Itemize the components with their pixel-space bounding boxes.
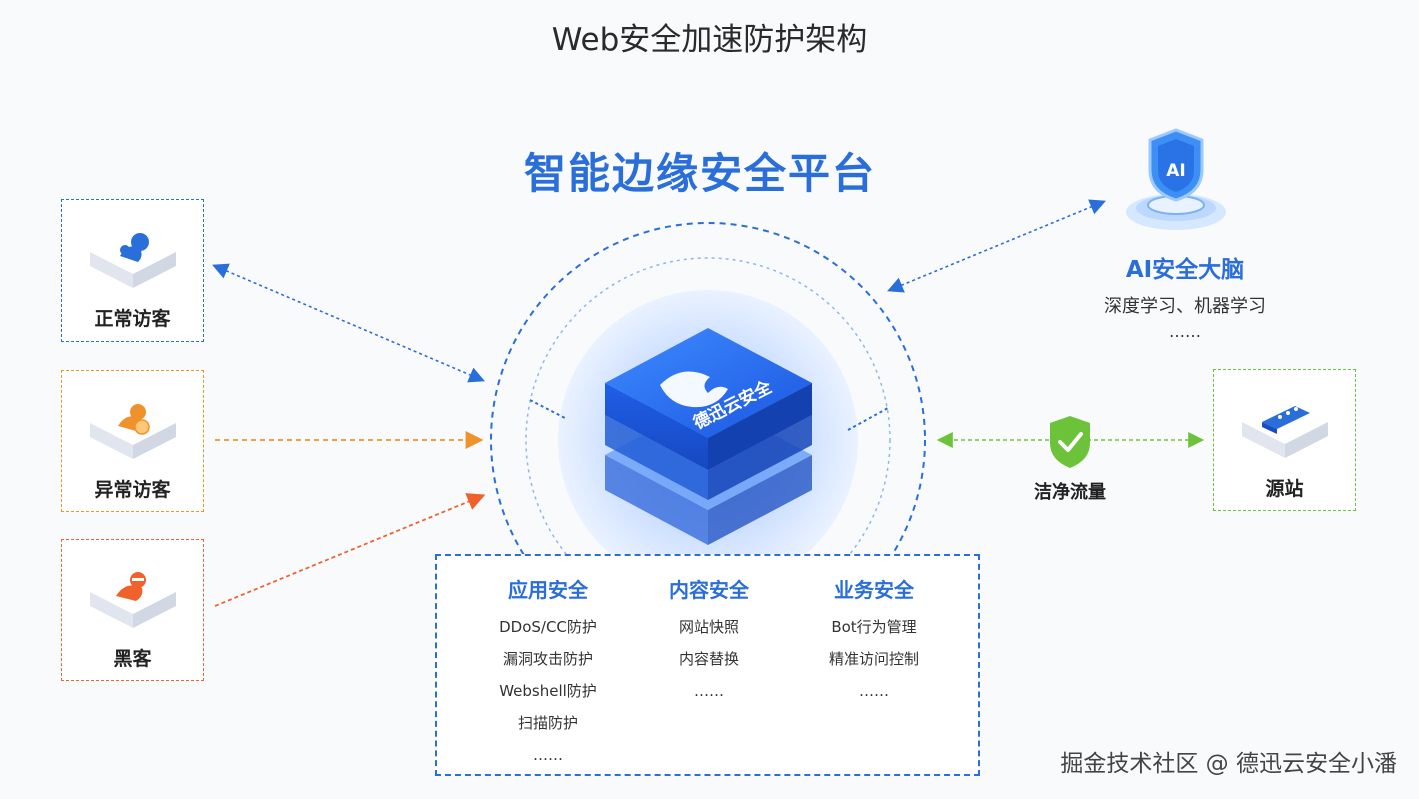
service-item: DDoS/CC防护: [463, 611, 633, 643]
hacker-box: 黑客: [61, 539, 204, 681]
ai-brain-subtitle: 深度学习、机器学习: [1070, 292, 1300, 318]
watermark: 掘金技术社区 @ 德迅云安全小潘: [1060, 744, 1397, 778]
service-title: 应用安全: [463, 574, 633, 603]
service-item: 精准访问控制: [789, 643, 959, 675]
ai-badge-text: AI: [1166, 161, 1185, 181]
ai-brain-link: [890, 202, 1103, 290]
server-icon: [1232, 392, 1338, 462]
normal-visitor-label: 正常访客: [62, 304, 203, 331]
service-item: 内容替换: [624, 643, 794, 675]
service-item: ……: [789, 675, 959, 707]
service-item: ……: [624, 675, 794, 707]
user-icon: [80, 222, 186, 292]
service-title: 业务安全: [789, 574, 959, 603]
abnormal-visitor-label: 异常访客: [62, 475, 203, 502]
normal-visitor-link: [215, 266, 482, 380]
service-item: Bot行为管理: [789, 611, 959, 643]
service-title: 内容安全: [624, 574, 794, 603]
origin-box: 源站: [1213, 369, 1356, 511]
service-item: 漏洞攻击防护: [463, 643, 633, 675]
hacker-icon: [80, 562, 186, 632]
service-item: 网站快照: [624, 611, 794, 643]
service-column-content: 内容安全 网站快照 内容替换 ……: [624, 574, 794, 707]
user-warning-icon: [80, 393, 186, 463]
ai-brain-title: AI安全大脑: [1090, 250, 1280, 284]
hacker-label: 黑客: [62, 644, 203, 671]
normal-visitor-box: 正常访客: [61, 199, 204, 342]
service-column-business: 业务安全 Bot行为管理 精准访问控制 ……: [789, 574, 959, 707]
clean-traffic-label: 洁净流量: [1010, 478, 1130, 504]
service-item: 扫描防护: [463, 707, 633, 739]
security-services-panel: 应用安全 DDoS/CC防护 漏洞攻击防护 Webshell防护 扫描防护 ………: [435, 554, 980, 776]
ai-brain-ellipsis: ……: [1090, 322, 1280, 341]
service-item: ……: [463, 739, 633, 771]
service-column-app: 应用安全 DDoS/CC防护 漏洞攻击防护 Webshell防护 扫描防护 ……: [463, 574, 633, 771]
origin-label: 源站: [1214, 474, 1355, 501]
abnormal-visitor-box: 异常访客: [61, 370, 204, 512]
service-item: Webshell防护: [463, 675, 633, 707]
clean-shield-icon: [1050, 416, 1090, 468]
